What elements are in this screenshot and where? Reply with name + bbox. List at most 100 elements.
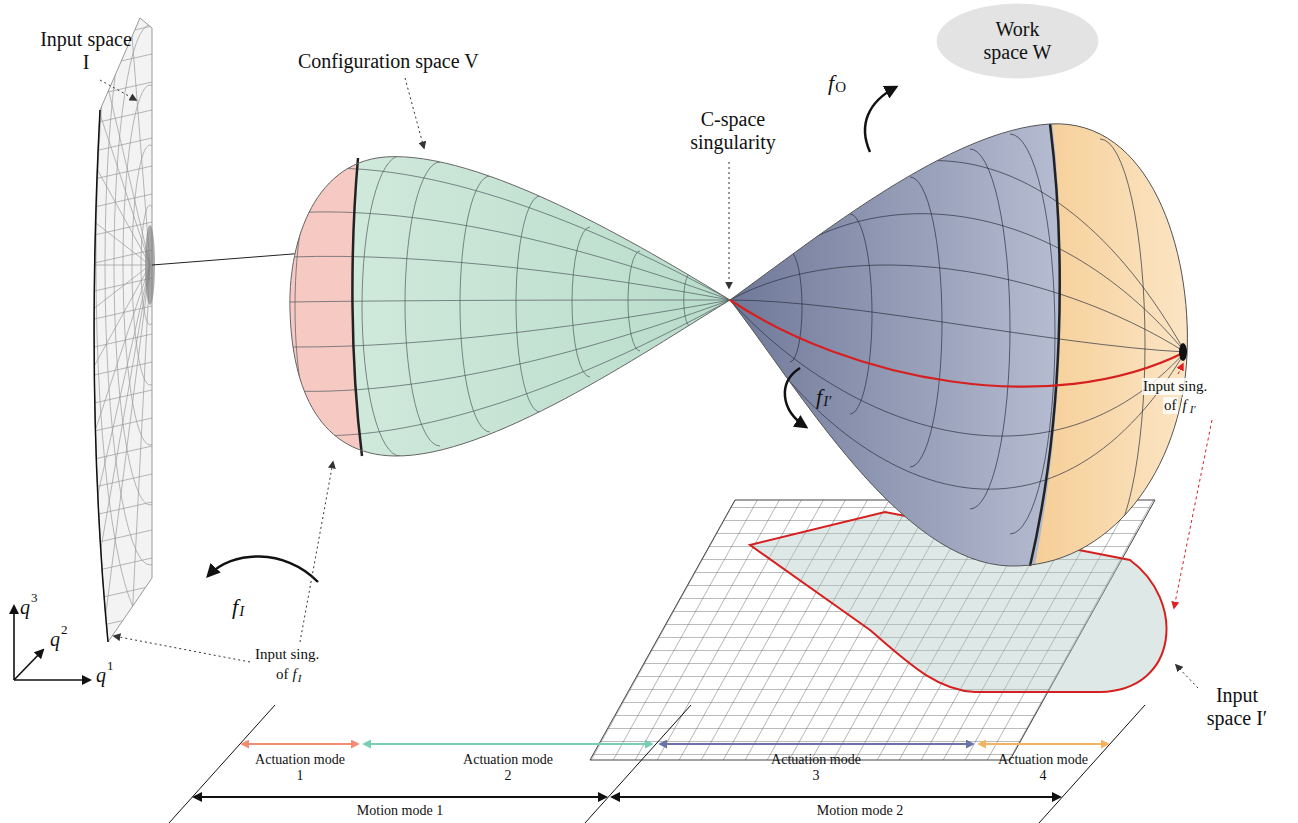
input-singularity-edge	[94, 110, 108, 642]
input-singularity-point	[1179, 343, 1187, 361]
leader	[1174, 420, 1212, 608]
meridian	[290, 256, 730, 300]
mode2-region	[280, 140, 740, 470]
plane-ring	[96, 0, 204, 625]
meridian	[730, 265, 1185, 352]
map-symbol: f	[1182, 397, 1188, 414]
right-lobe-grid	[730, 134, 1188, 549]
parallel	[910, 177, 942, 467]
actuation-bar	[660, 743, 973, 745]
map-symbol: f	[828, 70, 834, 95]
actuation-mode-label: Actuation mode 2	[463, 752, 553, 784]
space-label: Configuration space V	[298, 50, 479, 73]
workspace-ellipse: Work space W	[935, 2, 1100, 80]
axis-label: q	[50, 628, 60, 651]
configuration-lobe-right	[720, 100, 1200, 590]
left-lobe-outline	[290, 157, 730, 456]
input-space-plane	[90, 0, 204, 660]
axis-index: 1	[107, 659, 114, 674]
map-subscript: I′	[1189, 403, 1197, 416]
plane-ring	[132, 145, 168, 385]
singularity-label: of	[276, 666, 289, 683]
leader	[729, 162, 730, 288]
mode4-region	[1030, 100, 1200, 590]
leader	[405, 78, 424, 148]
axis	[13, 606, 15, 680]
axis	[14, 679, 90, 681]
leader	[1178, 364, 1183, 374]
plane-ring	[114, 25, 186, 505]
actuation-mode-label: Actuation mode 3	[771, 752, 861, 784]
space-label: Input space I	[40, 28, 132, 74]
singularity-label: C-space singularity	[668, 108, 798, 154]
plane-grid	[90, 0, 204, 660]
meridian	[730, 161, 1185, 352]
parallel	[1100, 139, 1145, 549]
left-lobe-grid	[290, 156, 730, 456]
meridian	[730, 300, 1185, 436]
axis	[14, 650, 43, 680]
plane-ring	[105, 0, 195, 565]
red-leaders	[1174, 364, 1212, 608]
map-subscript: I′	[823, 393, 831, 410]
map-symbol: f	[293, 666, 297, 683]
motion-bar	[612, 796, 1060, 798]
meridian	[730, 300, 1185, 489]
meridian	[290, 300, 730, 302]
parallel	[362, 156, 400, 456]
meridian	[300, 168, 730, 300]
left-lobe-fill	[280, 140, 740, 470]
motion-mode-label: Motion mode 2	[790, 803, 930, 819]
ellipse-fill	[937, 4, 1099, 79]
mode-bars	[169, 705, 1145, 823]
parallel	[572, 227, 590, 377]
parallel	[460, 176, 490, 432]
meridian	[290, 300, 730, 347]
meridian	[300, 300, 730, 436]
meridian	[730, 214, 1185, 352]
map-subscript: I	[239, 603, 244, 620]
actuation-mode-label: Actuation mode 1	[255, 752, 345, 784]
mapping-arrows	[208, 87, 896, 582]
mode-boundary	[1030, 124, 1060, 566]
node-title: Work space W	[978, 18, 1058, 64]
plane-ring	[123, 85, 177, 445]
parallel	[790, 252, 802, 362]
axis-label: q	[96, 664, 106, 687]
mode-boundary	[352, 158, 362, 456]
configuration-lobe-left	[280, 140, 740, 470]
singular-curve	[730, 300, 1185, 387]
right-lobe-outline	[730, 124, 1187, 566]
plane-radials	[92, 10, 150, 660]
map-arrow-fIprime	[785, 368, 806, 427]
leader-lines	[100, 78, 1198, 688]
map-arrow-fI	[208, 556, 318, 582]
actuation-bar	[979, 743, 1108, 745]
actuation-bar	[364, 743, 652, 745]
mode-tick	[585, 705, 691, 823]
actuation-bar	[242, 743, 358, 745]
actuation-mode-label: Actuation mode 4	[998, 752, 1088, 784]
parallel	[516, 196, 540, 412]
singularity-label: of	[1163, 397, 1178, 414]
leader	[1176, 665, 1198, 688]
singularity-label: Input sing.	[255, 646, 319, 663]
axis-index: 3	[31, 591, 38, 606]
axis-index: 2	[61, 623, 68, 638]
motion-bar	[194, 796, 606, 798]
plane-face	[94, 18, 152, 642]
map-arrow-fO	[865, 87, 896, 152]
axis-label: q	[20, 596, 30, 619]
parallel	[405, 162, 440, 446]
meridian	[290, 212, 730, 300]
map-symbol: f	[816, 384, 822, 409]
singularity-label: Input sing.	[1142, 378, 1208, 395]
parallel	[850, 214, 872, 414]
space-label: Input space I′	[1195, 684, 1279, 730]
leader	[100, 80, 136, 100]
parallel	[295, 172, 325, 442]
leader	[114, 636, 250, 662]
leader	[300, 462, 333, 642]
